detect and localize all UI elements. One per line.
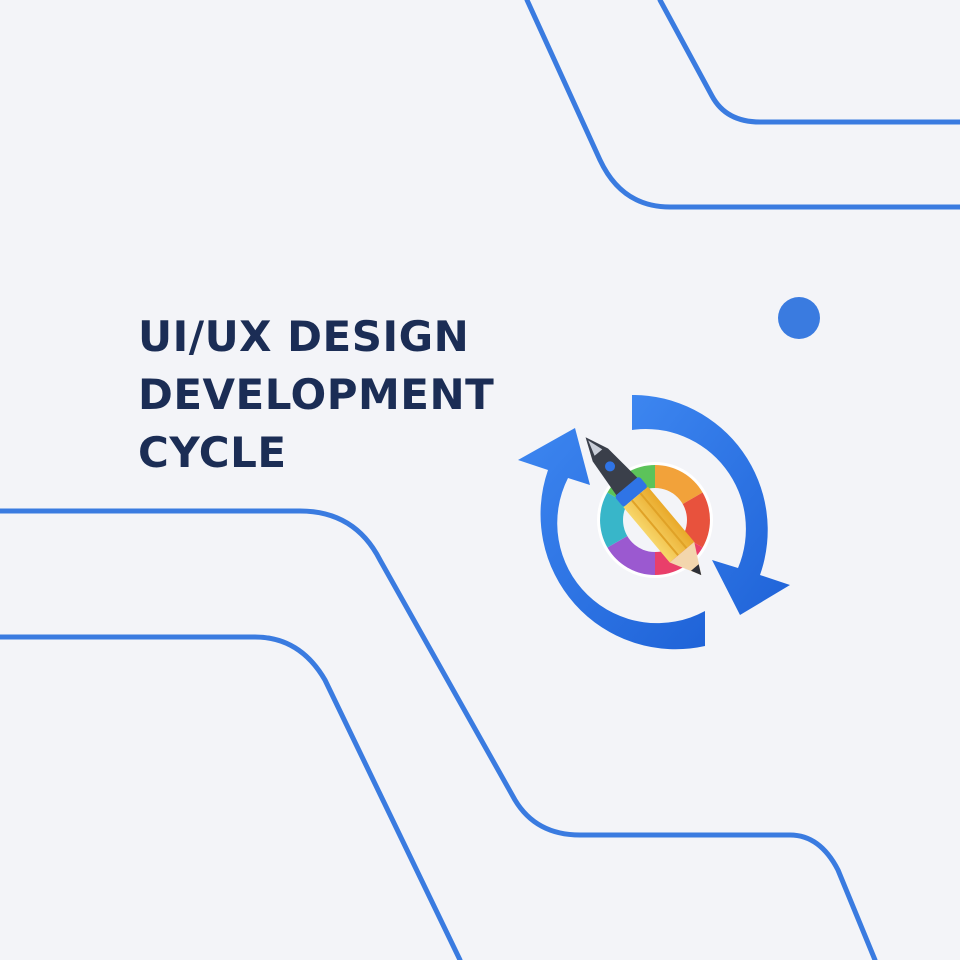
page-title: UI/UX DESIGN DEVELOPMENT CYCLE [138,308,494,482]
bottom-line-upper [0,508,878,960]
top-line-inner [524,0,960,210]
top-line-outer [657,0,960,125]
bottom-line-lower [0,634,463,960]
cycle-arrows-icon [518,394,790,650]
title-line-1: UI/UX DESIGN [138,312,470,361]
title-line-3: CYCLE [138,428,287,477]
title-line-2: DEVELOPMENT [138,370,495,419]
accent-dot [778,297,820,339]
pencil-icon [585,437,702,576]
